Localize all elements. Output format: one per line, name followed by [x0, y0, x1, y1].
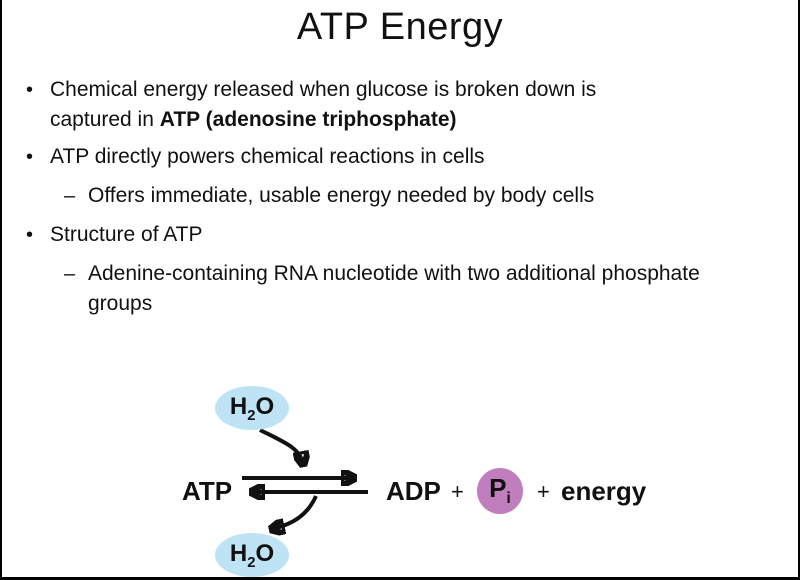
energy-label: energy [561, 476, 647, 506]
sub-bullet-item: – Offers immediate, usable energy needed… [64, 181, 768, 211]
water-formula: H2O [229, 539, 275, 571]
dash-marker: – [64, 185, 76, 207]
sub-bullet-item: – Adenine-containing RNA nucleotide with… [64, 259, 768, 319]
bullet-text: Structure of ATP [50, 220, 203, 250]
plus-sign: + [537, 479, 550, 504]
atp-label: ATP [182, 476, 233, 506]
bullet-item: • ATP directly powers chemical reactions… [26, 142, 768, 172]
inorganic-phosphate-badge: Pi [477, 468, 523, 514]
bullet-marker: • [26, 224, 34, 246]
pi-formula: Pi [489, 473, 511, 508]
bullet-text: Offers immediate, usable energy needed b… [88, 181, 594, 211]
dash-marker: – [64, 263, 76, 285]
bullet-item: • Chemical energy released when glucose … [26, 75, 768, 135]
bullet-text: Chemical energy released when glucose is… [50, 75, 642, 135]
bullet-marker: • [26, 146, 34, 168]
adp-label: ADP [386, 476, 441, 506]
bullet-marker: • [26, 79, 34, 101]
text-run: ATP directly powers chemical reactions i… [50, 145, 485, 168]
bullet-item: • Structure of ATP [26, 220, 768, 250]
water-in-arrow-icon [259, 428, 303, 464]
water-molecule-bottom: H2O [215, 533, 289, 577]
page-title: ATP Energy [296, 6, 504, 48]
plus-sign: + [451, 479, 464, 504]
bullet-text: Adenine-containing RNA nucleotide with t… [88, 259, 712, 319]
bullet-list: • Chemical energy released when glucose … [26, 75, 768, 319]
text-run: Chemical energy released when glucose is… [50, 78, 597, 131]
water-molecule-top: H2O [215, 386, 289, 430]
text-run: Structure of ATP [50, 223, 203, 246]
text-run: Adenine-containing RNA nucleotide with t… [88, 262, 700, 315]
bullet-text: ATP directly powers chemical reactions i… [50, 142, 485, 172]
text-run: Offers immediate, usable energy needed b… [88, 184, 595, 207]
text-run-bold: ATP (adenosine triphosphate) [159, 108, 457, 131]
water-out-arrow-icon [272, 495, 318, 529]
water-formula: H2O [229, 392, 275, 424]
